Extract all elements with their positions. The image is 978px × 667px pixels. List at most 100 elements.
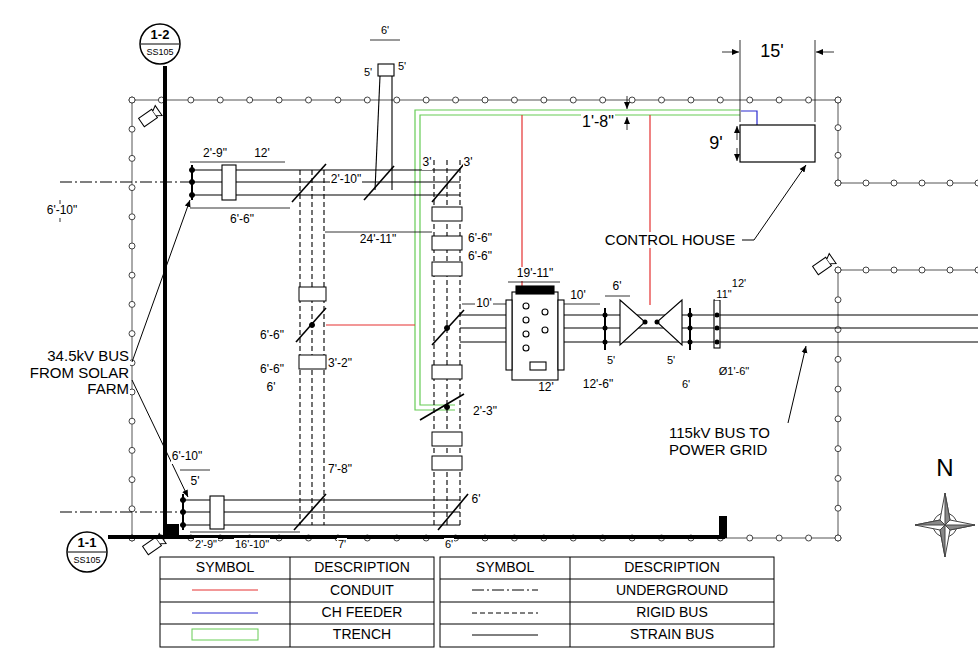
fence-post xyxy=(747,535,753,541)
fence-post xyxy=(835,446,841,452)
dimension-text: 7' xyxy=(337,538,347,550)
fence-post xyxy=(129,477,135,483)
fence-post xyxy=(947,180,953,186)
fence-post xyxy=(863,180,869,186)
dimension-text: 6'-6" xyxy=(259,363,285,376)
fence-post xyxy=(947,267,953,273)
bus-dots xyxy=(603,313,720,345)
fence-post xyxy=(806,535,812,541)
fence-post xyxy=(247,97,253,103)
dimension-text: Ø1'-6" xyxy=(718,365,750,377)
legend-text: TRENCH xyxy=(332,627,392,642)
dimension-text: 6'-10" xyxy=(171,450,204,463)
fence-post xyxy=(511,97,517,103)
fence-post xyxy=(806,97,812,103)
table-header: SYMBOL xyxy=(475,560,535,575)
dimension-text: 3'-2" xyxy=(327,357,353,370)
dimension-text: 6'-6" xyxy=(467,250,493,263)
dimension-text: N xyxy=(935,455,954,481)
fence-post xyxy=(129,155,135,161)
fence-posts xyxy=(129,97,978,541)
trench xyxy=(415,110,740,410)
sheet-number: SS105 xyxy=(139,48,181,57)
leader-line xyxy=(132,165,806,497)
fence-post xyxy=(629,97,635,103)
fence-post xyxy=(919,180,925,186)
fence-post xyxy=(835,535,841,541)
section-callout: 1-2SS105 xyxy=(139,23,181,65)
fence-post xyxy=(717,97,723,103)
control-house xyxy=(740,125,815,162)
fence-post xyxy=(835,267,841,273)
section-number: 1-2 xyxy=(139,28,181,41)
fence-post xyxy=(835,386,841,392)
dimension-text: 3' xyxy=(422,156,433,169)
fence-post xyxy=(306,97,312,103)
dimension-text: 12'-6" xyxy=(582,378,615,391)
dimension-text: 5' xyxy=(190,475,201,488)
fence-post xyxy=(891,267,897,273)
fence-post xyxy=(129,506,135,512)
fence-post xyxy=(570,97,576,103)
dimension-text: 12' xyxy=(537,381,555,394)
dimension-text: CONTROL HOUSE xyxy=(604,232,736,249)
fence-post xyxy=(835,535,841,541)
fence-post xyxy=(453,97,459,103)
fence-post xyxy=(188,97,194,103)
legend-table xyxy=(160,557,774,647)
dimension-text: 2'-10" xyxy=(330,173,363,186)
fence-post xyxy=(835,475,841,481)
fence-post xyxy=(659,97,665,103)
fence-post xyxy=(835,267,841,273)
fence-post xyxy=(891,180,897,186)
fence-post xyxy=(835,180,841,186)
legend-text: RIGID BUS xyxy=(635,605,709,620)
fence-post xyxy=(423,97,429,103)
fence-post xyxy=(335,97,341,103)
dimension-text: 6'-10" xyxy=(46,204,79,217)
table-header: DESCRIPTION xyxy=(623,560,721,575)
fence-post xyxy=(835,97,841,103)
dimension-text: 5' xyxy=(397,60,407,72)
dimension-text: 24'-11" xyxy=(359,233,397,246)
dimension-text: 12' xyxy=(253,147,271,160)
dimension-text: 6' xyxy=(444,538,454,550)
fence-post xyxy=(776,97,782,103)
fence-post xyxy=(129,126,135,132)
fence-post xyxy=(129,301,135,307)
dimension-text: 6' xyxy=(471,493,482,506)
dimension-text: 2'-3" xyxy=(472,405,498,418)
section-callout: 1-1SS105 xyxy=(66,531,108,573)
bus-115kv xyxy=(460,286,978,380)
dimension-text: 1'-8" xyxy=(581,113,615,131)
dimension-text: 10' xyxy=(569,289,587,302)
fence-post xyxy=(835,297,841,303)
table-header: SYMBOL xyxy=(195,560,255,575)
dimension-text: 6'-6" xyxy=(467,232,493,245)
table-header: DESCRIPTION xyxy=(313,560,411,575)
fence-post xyxy=(129,243,135,249)
callout-text: 115kV BUS TO POWER GRID xyxy=(668,425,798,458)
fence-post xyxy=(688,97,694,103)
fence-post xyxy=(776,535,782,541)
fence-post xyxy=(482,97,488,103)
fence-post xyxy=(863,267,869,273)
dimension-text: 5' xyxy=(606,354,616,366)
dimension-text: 6'-6" xyxy=(229,213,255,226)
legend-text: CH FEEDER xyxy=(321,605,404,620)
section-number: 1-1 xyxy=(66,536,108,549)
fence-post xyxy=(217,97,223,103)
camera-symbol xyxy=(138,106,836,556)
dimension-text: 5' xyxy=(666,354,676,366)
legend-text: STRAIN BUS xyxy=(629,627,715,642)
dimension-text: 6' xyxy=(612,280,623,293)
fence-post xyxy=(129,447,135,453)
dimension-text: 12' xyxy=(731,277,747,289)
dimension-text: 5' xyxy=(363,66,373,78)
dimension-text: 19'-11" xyxy=(516,267,554,280)
fence-post xyxy=(129,97,135,103)
bus-34kv xyxy=(60,64,468,530)
fence-post xyxy=(747,97,753,103)
fence-post xyxy=(600,97,606,103)
fence-post xyxy=(835,416,841,422)
